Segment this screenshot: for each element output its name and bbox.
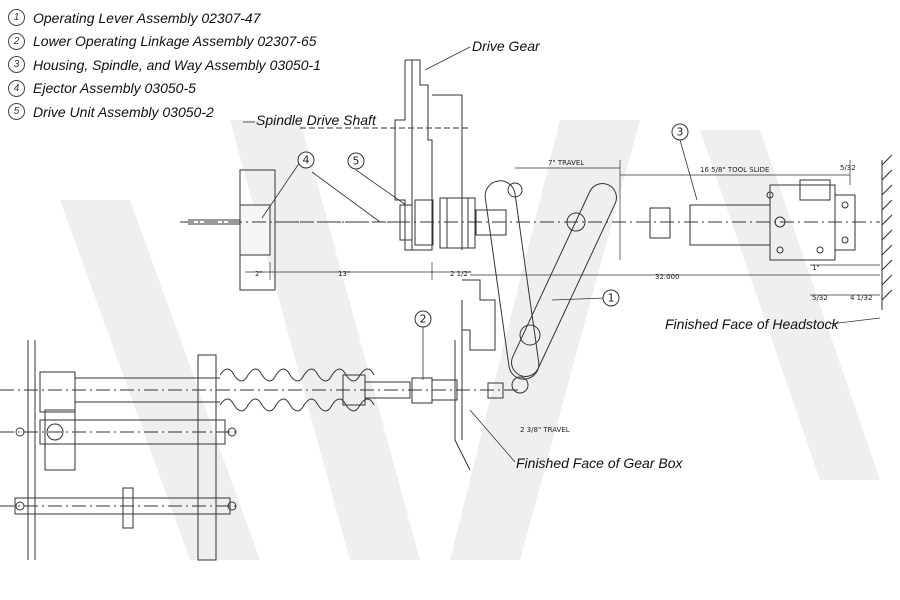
callout-drive-gear: Drive Gear [472,38,540,54]
dim-1: 1" [812,264,820,272]
dim-2-half: 2 1/2" [450,270,471,278]
operating-lever [484,180,617,394]
dim-travel-2-3: 2 3/8" TRAVEL [520,426,570,434]
legend-text: Operating Lever Assembly 02307-47 [33,9,261,26]
tool-slide [649,179,856,261]
drive-unit [399,197,507,249]
leader-lines [243,46,881,463]
left-frame [0,340,240,561]
bubble-2: 2 [414,310,432,328]
bubble-1: 1 [602,289,620,307]
svg-text:3: 3 [677,126,684,139]
dim-travel-7: 7" TRAVEL [548,159,584,167]
dim-2: 2" [255,270,263,278]
legend-text: Ejector Assembly 03050-5 [33,80,196,97]
dim-13: 13" [338,270,350,278]
legend-text: Lower Operating Linkage Assembly 02307-6… [33,33,317,50]
dim-tool-slide: 16 5/8" TOOL SLIDE [700,166,769,174]
parts-legend: 1 Operating Lever Assembly 02307-47 2 Lo… [8,6,321,124]
callout-spindle-drive-shaft: Spindle Drive Shaft [256,112,376,128]
callout-finished-face-gear-box: Finished Face of Gear Box [516,455,683,471]
legend-number: 3 [8,56,25,74]
svg-text:1: 1 [608,292,615,305]
legend-number: 1 [8,9,25,27]
dim-32000: 32.000 [655,273,680,281]
dim-5-32-top: 5/32 [840,164,856,172]
legend-number: 2 [8,32,25,50]
legend-text: Housing, Spindle, and Way Assembly 03050… [33,56,321,73]
dimension-lines-top [245,160,880,296]
callout-finished-face-headstock: Finished Face of Headstock [665,316,839,332]
legend-item: 5 Drive Unit Assembly 03050-2 [8,100,321,124]
legend-number: 4 [8,79,25,97]
legend-item: 1 Operating Lever Assembly 02307-47 [8,6,321,30]
bubble-4: 4 [297,151,315,169]
svg-text:5: 5 [353,155,360,168]
legend-number: 5 [8,103,25,121]
svg-text:4: 4 [303,154,310,167]
legend-item: 4 Ejector Assembly 03050-5 [8,77,321,101]
watermark [60,120,880,560]
gear-box-face [454,279,496,471]
legend-item: 2 Lower Operating Linkage Assembly 02307… [8,30,321,54]
legend-text: Drive Unit Assembly 03050-2 [33,103,214,120]
svg-text:2: 2 [420,313,427,326]
bubble-5: 5 [347,152,365,170]
headstock-face [881,154,893,310]
dim-4-1-32: 4 1/32 [850,294,872,302]
dim-5-32: 5/32 [812,294,828,302]
bubble-3: 3 [671,123,689,141]
legend-item: 3 Housing, Spindle, and Way Assembly 030… [8,53,321,77]
lower-linkage [0,368,520,412]
